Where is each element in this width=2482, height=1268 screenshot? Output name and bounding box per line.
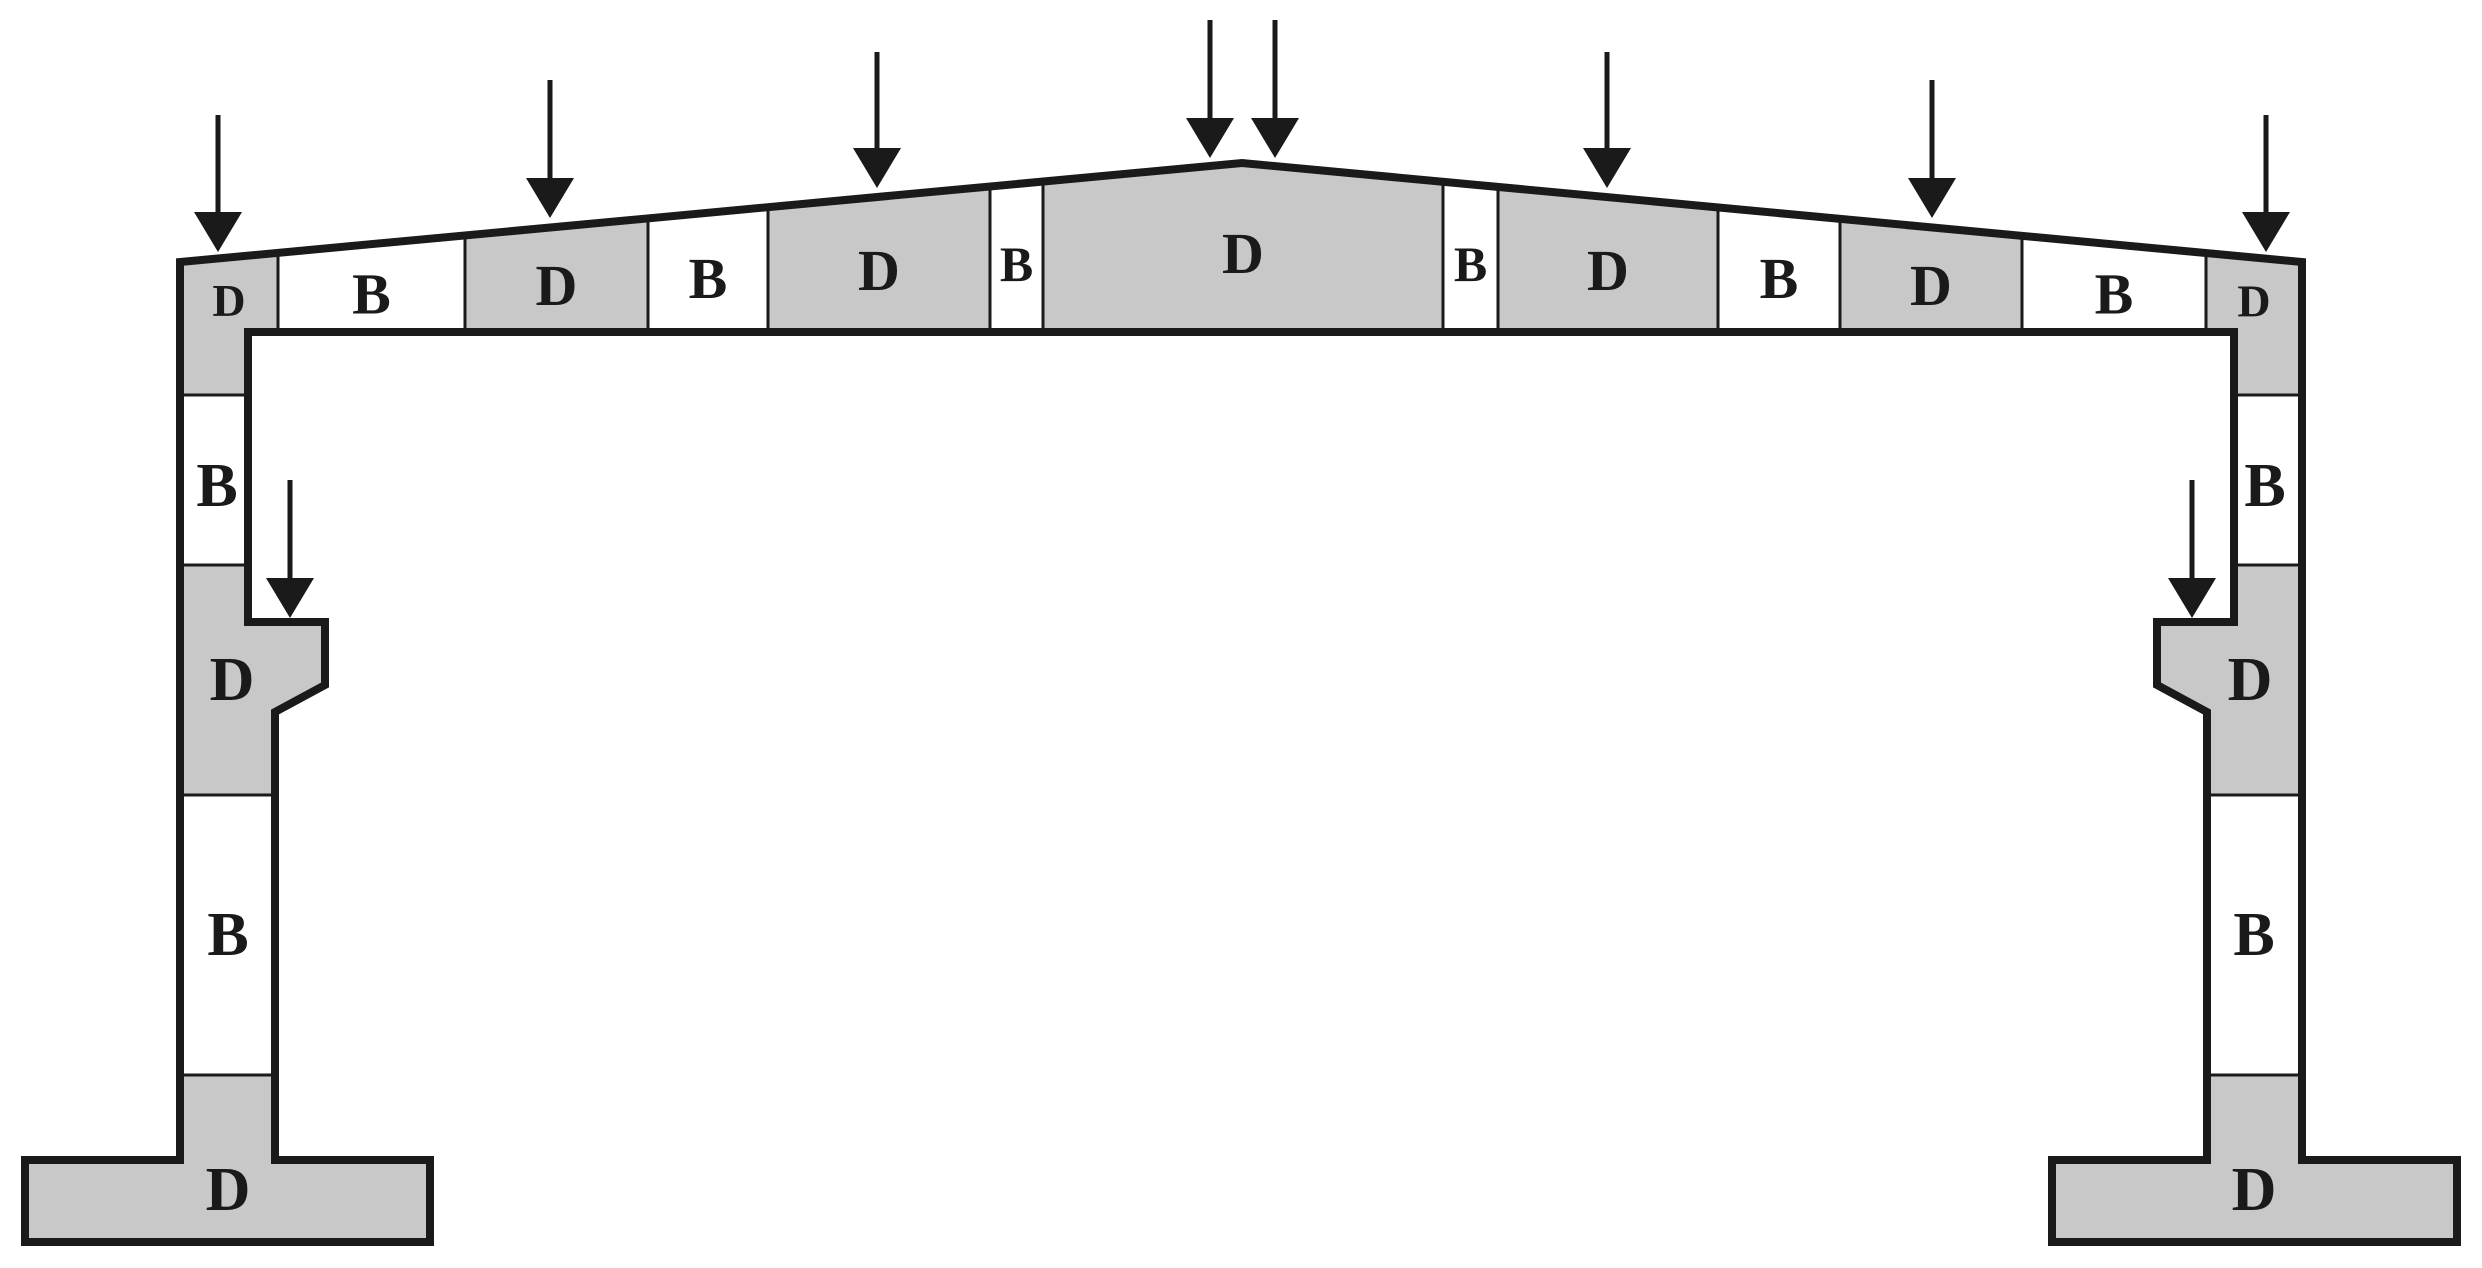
left-column-label-4: D <box>206 1156 251 1224</box>
right-column-region-0 <box>2234 332 2302 395</box>
left-column-label-2: D <box>210 646 255 714</box>
rafter-region-0 <box>180 252 278 332</box>
right-column-region-3 <box>2207 795 2302 1075</box>
left-column-region-0 <box>180 332 248 395</box>
rafter-label-7: B <box>1454 236 1487 292</box>
rafter-label-11: B <box>2095 262 2134 327</box>
rafter-label-10: D <box>1910 253 1952 318</box>
right-column-label-3: B <box>2233 901 2274 969</box>
right-column-region-1 <box>2234 395 2302 565</box>
left-column-region-3 <box>180 795 275 1075</box>
rafter-label-6: D <box>1222 221 1264 286</box>
dividers-layer <box>180 181 2302 1077</box>
rafter-region-4 <box>768 186 990 332</box>
left-column-label-3: B <box>207 901 248 969</box>
rafter-label-5: B <box>1000 236 1033 292</box>
left-column-label-1: B <box>196 452 237 520</box>
right-column-label-1: B <box>2244 452 2285 520</box>
rafter-region-1 <box>278 235 465 332</box>
regions-layer <box>25 163 2457 1242</box>
load-arrow-head-5 <box>1583 148 1631 188</box>
rafter-region-5 <box>990 181 1043 332</box>
rafter-region-9 <box>1718 207 1840 332</box>
load-arrow-head-7 <box>2242 212 2290 252</box>
rafter-label-3: B <box>689 246 728 311</box>
labels-layer: D B D B D B D B D B D B D B D B D B D B D <box>196 221 2285 1224</box>
arrows-layer <box>194 20 2290 618</box>
rafter-label-12: D <box>2237 275 2270 326</box>
load-arrow-head-9 <box>2168 578 2216 618</box>
rafter-region-3 <box>648 207 768 332</box>
left-column-region-4 <box>25 1075 430 1242</box>
rafter-label-4: D <box>858 238 900 303</box>
load-arrow-head-3 <box>1186 118 1234 158</box>
left-column-region-1 <box>180 395 248 565</box>
right-column-label-2: D <box>2228 646 2273 714</box>
rafter-region-11 <box>2022 235 2206 332</box>
rafter-region-7 <box>1443 181 1498 332</box>
right-column-label-4: D <box>2232 1156 2277 1224</box>
load-arrow-head-8 <box>266 578 314 618</box>
load-arrow-head-0 <box>194 212 242 252</box>
frame-outline <box>21 158 2461 1246</box>
outline-layer <box>21 158 2461 1246</box>
rafter-label-9: B <box>1760 246 1799 311</box>
rafter-label-1: B <box>352 262 391 327</box>
rafter-label-2: D <box>536 253 578 318</box>
rafter-region-6 <box>1043 163 1443 332</box>
rafter-region-10 <box>1840 218 2022 332</box>
load-arrow-head-2 <box>853 148 901 188</box>
right-column-region-4 <box>2052 1075 2457 1242</box>
load-arrow-head-6 <box>1908 178 1956 218</box>
rafter-region-8 <box>1498 186 1718 332</box>
load-arrow-head-1 <box>526 178 574 218</box>
rafter-region-12 <box>2206 253 2302 332</box>
rafter-region-2 <box>465 218 648 332</box>
rafter-label-8: D <box>1587 238 1629 303</box>
load-arrow-head-4 <box>1251 118 1299 158</box>
rafter-label-0: D <box>212 275 245 326</box>
